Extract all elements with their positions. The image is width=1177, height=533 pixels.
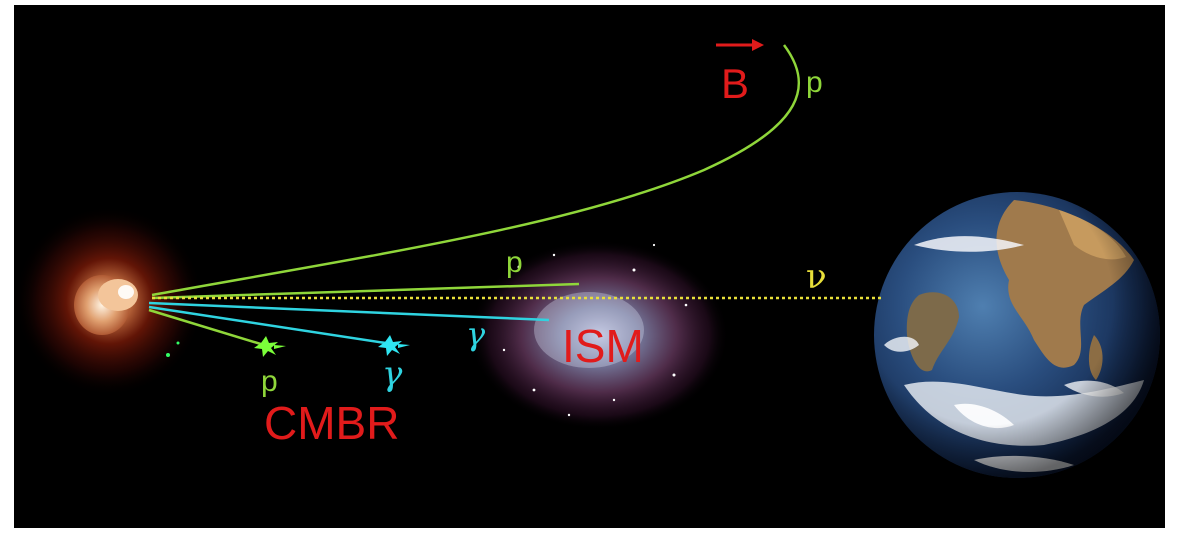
diagram-graphics (14, 39, 1160, 478)
proton-deflected-label: p (806, 66, 823, 99)
b-field-arrow (716, 39, 764, 51)
gamma-ism-label: γ (466, 315, 486, 353)
ism-label: ISM (562, 320, 644, 372)
proton-deflected-path (151, 44, 801, 297)
neutrino-label: ν (806, 257, 827, 297)
diagram-canvas: B p p ν γ ISM p γ CMBR (14, 5, 1165, 528)
gamma-cmbr-path (148, 305, 393, 346)
proton-cmbr-burst (254, 336, 286, 357)
gamma-ism-path (148, 301, 550, 322)
earth (874, 192, 1160, 478)
cmbr-label: CMBR (264, 397, 400, 449)
proton-ism-label: p (506, 246, 523, 279)
gamma-cmbr-burst (378, 335, 410, 356)
b-field-label: B (721, 60, 750, 107)
source-star (14, 206, 204, 396)
proton-cmbr-label: p (261, 365, 278, 398)
ism-nebula (469, 240, 729, 430)
proton-cmbr-path (148, 308, 265, 347)
gamma-cmbr-label: γ (382, 354, 403, 394)
proton-ism-path (151, 282, 580, 300)
